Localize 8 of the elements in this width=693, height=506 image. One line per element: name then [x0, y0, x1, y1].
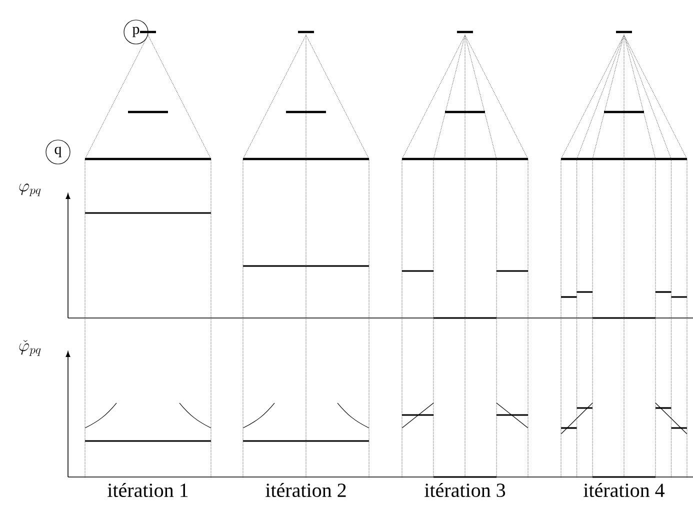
axis-label: $\varphi_{pq}$	[19, 184, 41, 196]
axis-label: $\check{\varphi}_{pq}$	[19, 340, 41, 356]
panel-label: itération 4	[584, 482, 665, 498]
circled-letter: q	[46, 140, 70, 164]
panel-label: itération 3	[424, 482, 506, 498]
panel-label: itération 1	[108, 482, 188, 498]
circled-letter: p	[124, 20, 148, 44]
panel-label: itération 2	[266, 482, 346, 498]
